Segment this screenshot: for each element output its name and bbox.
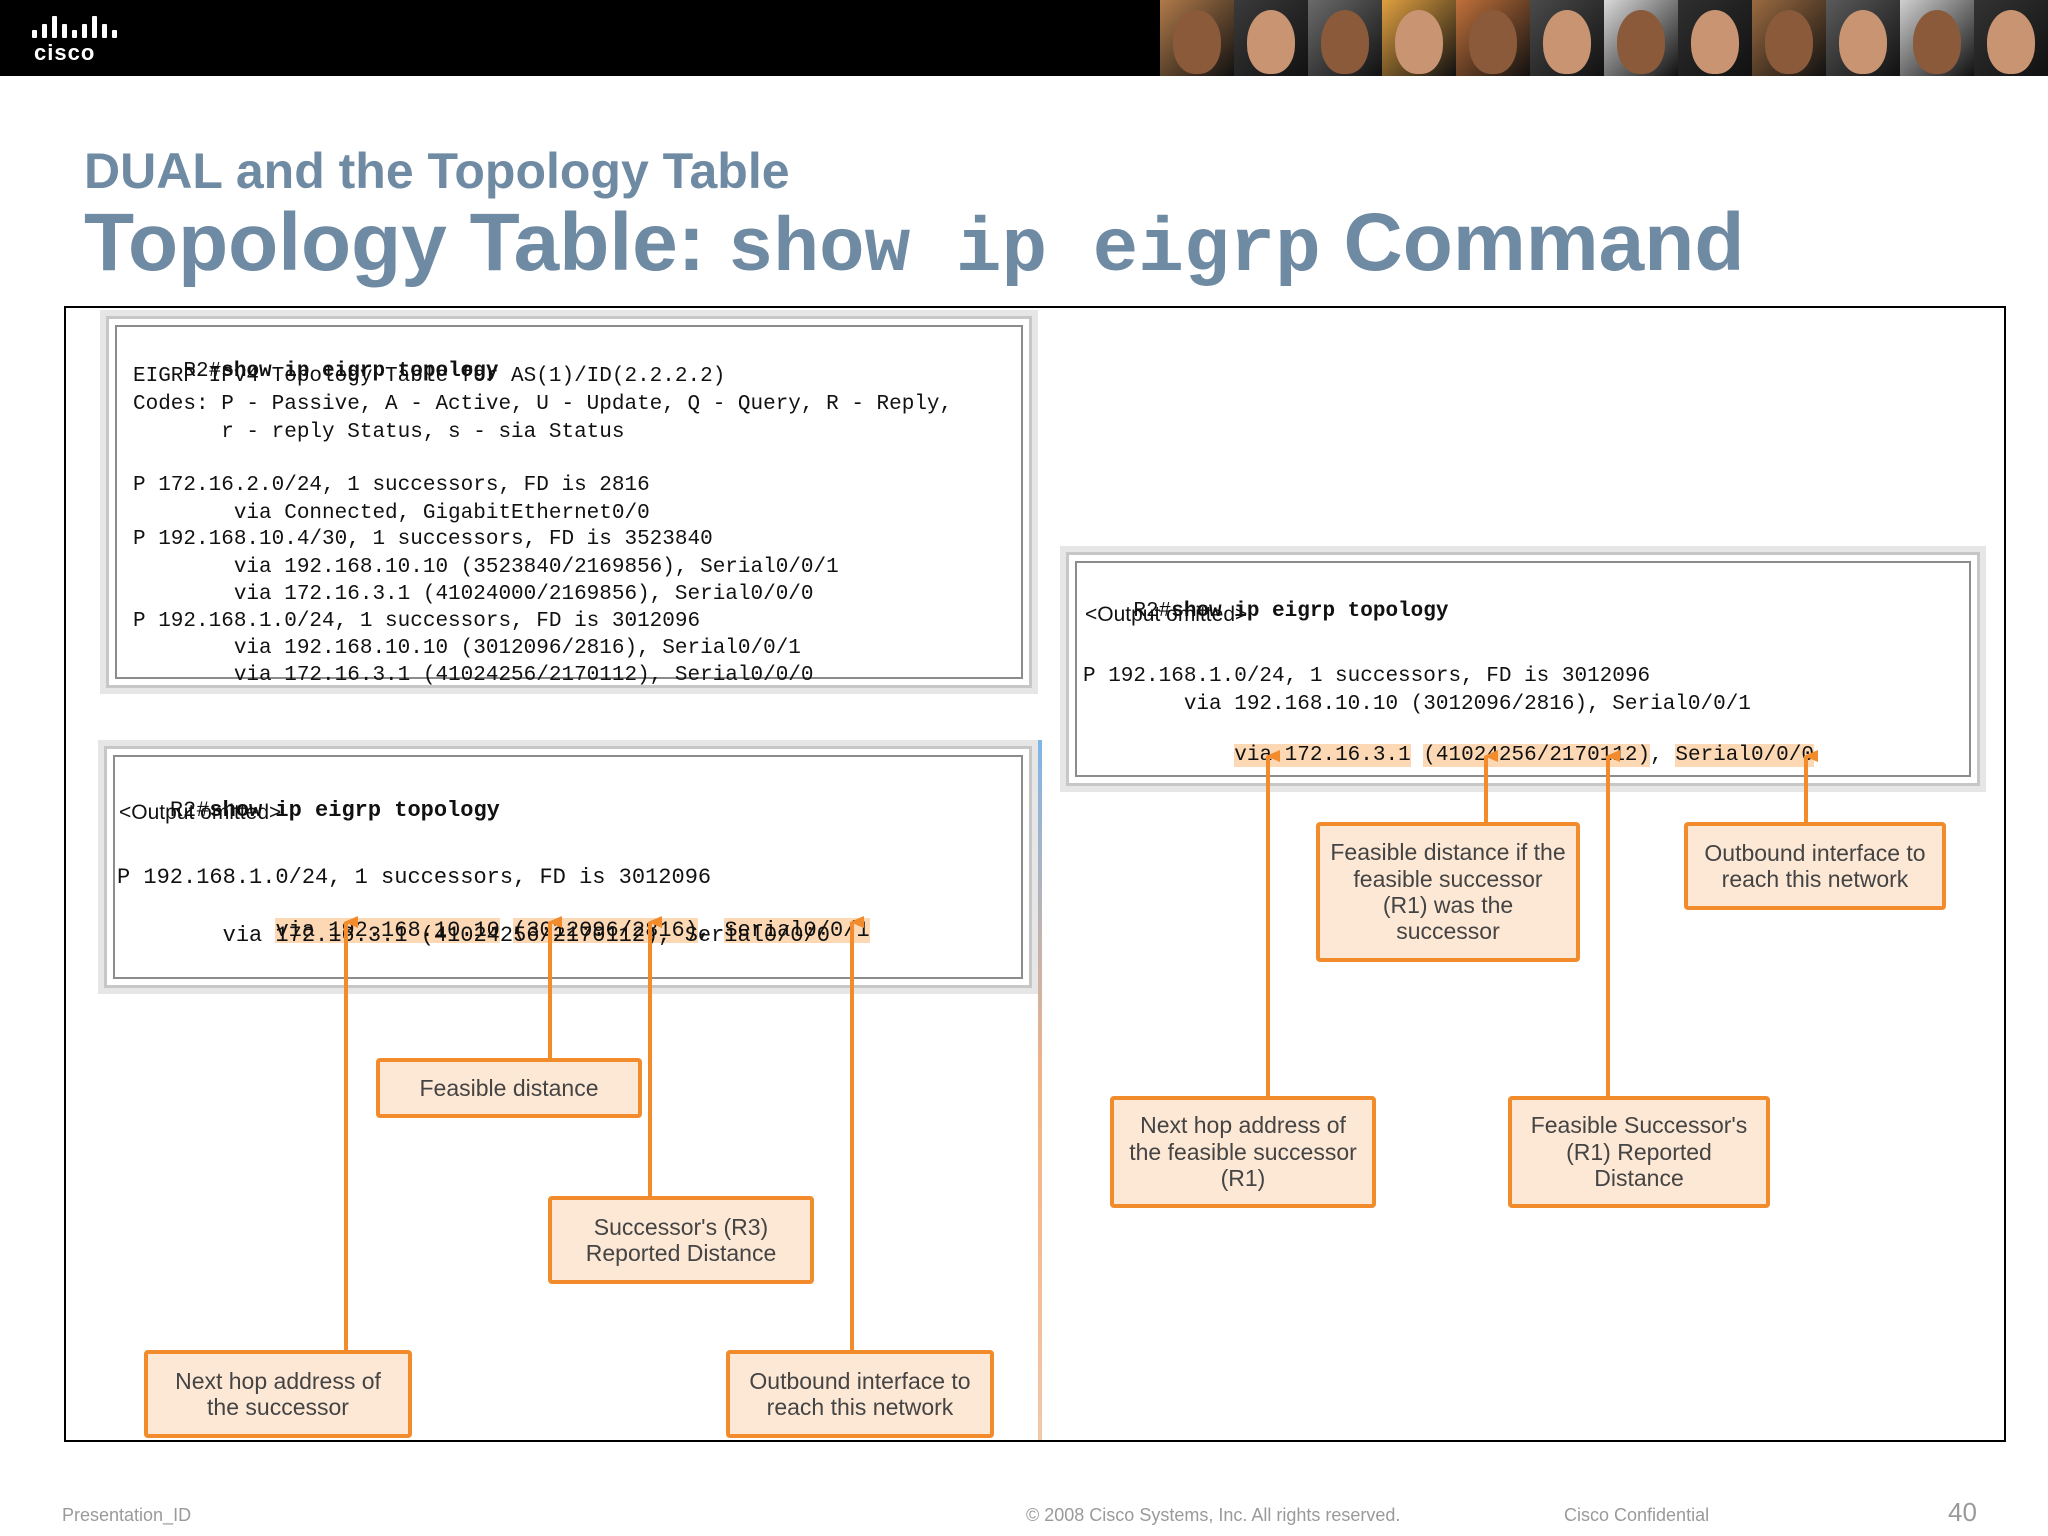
terminal-line: r - reply Status, s - sia Status <box>133 421 625 444</box>
terminal-line: P 192.168.1.0/24, 1 successors, FD is 30… <box>133 610 701 633</box>
person-icon <box>1395 10 1443 74</box>
route-line: P 192.168.1.0/24, 1 successors, FD is 30… <box>117 865 712 890</box>
cisco-wordmark: cisco <box>34 40 96 65</box>
person-icon <box>1469 10 1517 74</box>
terminal-line: via 172.16.3.1 (41024000/2169856), Seria… <box>133 583 814 606</box>
person-icon <box>1321 10 1369 74</box>
callout-outbound-interface: Outbound interface to reach this network <box>726 1350 994 1438</box>
person-icon <box>1765 10 1813 74</box>
title-code: show ip eigrp <box>727 207 1321 293</box>
hl-interface: Serial0/0/0 <box>1675 744 1814 767</box>
top-terminal: R2#show ip eigrp topology EIGRP-IPv4 Top… <box>106 316 1032 688</box>
hl-next-hop: via 192.168.10.10 <box>275 918 500 943</box>
output-omitted: <Output omitted> <box>119 801 282 824</box>
output-omitted: <Output omitted> <box>1085 603 1248 626</box>
hl-metric: (3012096/2816) <box>513 918 698 943</box>
terminal-command-line: R2#show ip eigrp topology <box>183 360 499 383</box>
successor-line: via 192.168.10.10 (3012096/2816), Serial… <box>1083 693 1751 716</box>
hl-metric: (41024256/2170112) <box>1423 744 1651 767</box>
figure-frame <box>64 306 2006 1442</box>
callout-fs-reported-distance: Feasible Successor's (R1) Reported Dista… <box>1508 1096 1770 1208</box>
person-icon <box>1913 10 1961 74</box>
header-photo <box>1604 0 1678 76</box>
footer-presentation-id: Presentation_ID <box>62 1505 192 1525</box>
page-number: 40 <box>1948 1497 1977 1527</box>
terminal-command-line: R2#show ip eigrp topology <box>169 798 500 823</box>
person-icon <box>1987 10 2035 74</box>
terminal-line: via 172.16.3.1 (41024256/2170112), Seria… <box>133 664 814 687</box>
right-terminal: R2#show ip eigrp topology <Output omitte… <box>1066 552 1980 786</box>
person-icon <box>1543 10 1591 74</box>
callout-fd-if-successor: Feasible distance if the feasible succes… <box>1316 822 1580 962</box>
header-photo <box>1160 0 1234 76</box>
successor-line: via 192.168.10.10 (3012096/2816), Serial… <box>275 918 870 943</box>
footer-confidential: Cisco Confidential <box>1564 1505 1710 1525</box>
terminal-line: P 172.16.2.0/24, 1 successors, FD is 281… <box>133 474 650 497</box>
callout-successor-reported-distance: Successor's (R3) Reported Distance <box>548 1196 814 1284</box>
header-photo <box>1456 0 1530 76</box>
terminal-line: via 192.168.10.10 (3523840/2169856), Ser… <box>133 556 839 579</box>
header-photo <box>1308 0 1382 76</box>
slide-title: Topology Table: show ip eigrp Command <box>84 196 1744 293</box>
left-terminal: R2#show ip eigrp topology <Output omitte… <box>104 746 1032 988</box>
header-photo <box>1678 0 1752 76</box>
callout-outbound-interface-right: Outbound interface to reach this network <box>1684 822 1946 910</box>
terminal-line: via Connected, GigabitEthernet0/0 <box>133 502 650 525</box>
terminal-line: EIGRP-IPv4 Topology Table for AS(1)/ID(2… <box>133 365 726 388</box>
header-photo <box>1826 0 1900 76</box>
footer-copyright: © 2008 Cisco Systems, Inc. All rights re… <box>1026 1505 1401 1525</box>
callout-next-hop-feasible-successor: Next hop address of the feasible success… <box>1110 1096 1376 1208</box>
person-icon <box>1691 10 1739 74</box>
cisco-logo: cisco <box>28 14 128 66</box>
panel-divider <box>1038 740 1042 1440</box>
callout-feasible-distance: Feasible distance <box>376 1058 642 1118</box>
route-line: P 192.168.1.0/24, 1 successors, FD is 30… <box>1083 665 1651 688</box>
person-icon <box>1173 10 1221 74</box>
terminal-line: P 192.168.10.4/30, 1 successors, FD is 3… <box>133 528 713 551</box>
person-icon <box>1247 10 1295 74</box>
header-photo <box>1234 0 1308 76</box>
header-banner: cisco <box>0 0 2048 76</box>
feasible-successor-line: via 172.16.3.1 (41024256/2170112), Seria… <box>117 923 830 948</box>
header-photo <box>1900 0 1974 76</box>
person-icon <box>1839 10 1887 74</box>
callout-next-hop-successor: Next hop address of the successor <box>144 1350 412 1438</box>
header-photo <box>1382 0 1456 76</box>
terminal-command-line: R2#show ip eigrp topology <box>1133 600 1449 623</box>
title-suffix: Command <box>1343 197 1745 288</box>
person-icon <box>1617 10 1665 74</box>
terminal-line: via 192.168.10.10 (3012096/2816), Serial… <box>133 637 801 660</box>
title-prefix: Topology Table: <box>84 197 706 288</box>
header-photo <box>1530 0 1604 76</box>
slide-subtitle: DUAL and the Topology Table <box>84 143 790 199</box>
terminal-line: Codes: P - Passive, A - Active, U - Upda… <box>133 393 953 416</box>
cisco-bars-icon <box>30 14 126 38</box>
header-photo <box>1752 0 1826 76</box>
header-photo <box>1974 0 2048 76</box>
hl-interface: Serial0/0/1 <box>724 918 870 943</box>
header-photo-strip <box>1160 0 2048 76</box>
